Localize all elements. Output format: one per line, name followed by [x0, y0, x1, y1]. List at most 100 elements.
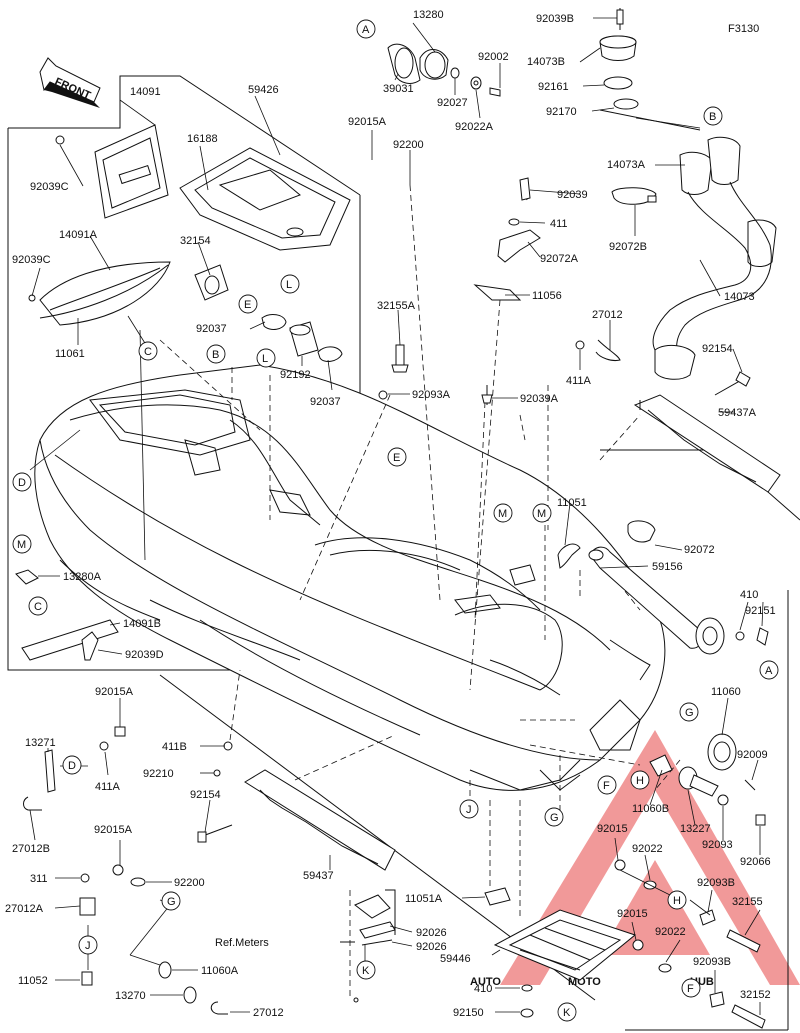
part-label: 411A	[95, 781, 121, 793]
svg-text:G: G	[685, 707, 694, 719]
part-label: 92015	[617, 908, 648, 920]
watermark-auto: AUTO	[470, 976, 501, 988]
part-label: 411	[550, 218, 568, 230]
screw-92039a	[481, 385, 493, 405]
callout-bubble: M	[12, 534, 32, 554]
svg-text:L: L	[286, 279, 292, 291]
part-label: 14073B	[527, 56, 565, 68]
svg-text:F: F	[687, 983, 694, 995]
nozzle-cap-group	[387, 43, 501, 97]
part-label: 11060	[711, 686, 741, 698]
part-label: 27012	[592, 309, 623, 321]
part-label: 92093B	[697, 877, 735, 889]
callout-bubble: A	[356, 19, 376, 39]
part-label: 92154	[702, 343, 733, 355]
part-label: 11060B	[632, 803, 669, 815]
part-label: 13280	[413, 9, 444, 21]
callout-bubble: J	[78, 935, 98, 955]
part-label: 92170	[546, 106, 577, 118]
part-label: 92072A	[540, 253, 579, 265]
part-label: 92039C	[12, 254, 51, 266]
callout-bubble: E	[387, 447, 407, 467]
part-label: 32155A	[377, 300, 416, 312]
part-label: 39031	[383, 83, 414, 95]
clip-27012	[575, 339, 621, 361]
part-label: 13270	[115, 990, 146, 1002]
part-label: 92027	[437, 97, 468, 109]
callout-bubbles: A B L E C B L D E M M M C A G H F D J G …	[12, 19, 779, 1022]
ref-meters-group	[340, 889, 396, 1003]
part-label: 14091	[130, 86, 161, 98]
callout-bubble: L	[280, 274, 300, 294]
part-label: 92039C	[30, 181, 69, 193]
part-label: 411B	[162, 741, 187, 753]
callout-bubble: A	[759, 660, 779, 680]
watermark-moto: MOTO	[568, 976, 601, 988]
svg-text:B: B	[212, 349, 219, 361]
dashed-leaders	[159, 184, 681, 1000]
part-label: 59437A	[718, 407, 757, 419]
svg-text:F: F	[603, 780, 610, 792]
hull	[34, 364, 666, 791]
callout-bubble: C	[138, 341, 158, 361]
part-label: 92093B	[693, 956, 731, 968]
cover-14091b	[21, 619, 119, 661]
part-label: 27012A	[5, 903, 44, 915]
part-label: 13271	[25, 737, 56, 749]
svg-text:A: A	[765, 665, 773, 677]
svg-text:E: E	[393, 452, 400, 464]
svg-text:C: C	[144, 346, 152, 358]
svg-text:B: B	[709, 111, 716, 123]
figure-code: F3130	[728, 23, 759, 35]
part-label: 92002	[478, 51, 509, 63]
part-label: 92037	[310, 396, 341, 408]
left-hardware	[23, 726, 233, 1015]
callout-bubble: C	[28, 596, 48, 616]
part-label: 27012	[253, 1007, 284, 1019]
part-label: 13227	[680, 823, 711, 835]
svg-text:H: H	[673, 895, 681, 907]
part-label: 92039D	[125, 649, 164, 661]
part-label: 92039A	[520, 393, 559, 405]
part-label: 92072B	[609, 241, 647, 253]
part-label: 92192	[280, 369, 311, 381]
part-label: 92015A	[95, 686, 134, 698]
callout-bubble: K	[356, 960, 376, 980]
part-label: 59437	[303, 870, 334, 882]
tray-16188	[179, 147, 351, 251]
part-label: 11051	[557, 497, 587, 509]
front-arrow: FRONT	[39, 57, 101, 108]
part-label: 92009	[737, 749, 768, 761]
callout-bubble: D	[62, 755, 82, 775]
svg-text:A: A	[362, 24, 370, 36]
svg-text:D: D	[68, 760, 76, 772]
callout-bubble: L	[256, 348, 276, 368]
svg-text:G: G	[167, 896, 176, 908]
part-label: 11061	[55, 348, 85, 360]
svg-text:J: J	[85, 940, 91, 952]
part-labels: 13280 92039B 14073B 92002 39031 92027 92…	[5, 9, 776, 1019]
part-label: 92039B	[536, 13, 574, 25]
part-label: 92015	[597, 823, 628, 835]
callout-bubble: B	[206, 344, 226, 364]
filler-neck-group	[599, 8, 639, 110]
svg-text:D: D	[18, 477, 26, 489]
plate-14091	[55, 124, 169, 219]
callout-bubble: G	[544, 807, 564, 827]
part-label: 92093A	[412, 389, 451, 401]
part-label: 92200	[174, 877, 205, 889]
pipe-59156-group	[588, 520, 769, 655]
callout-bubble: F	[597, 775, 617, 795]
outlet-group	[649, 733, 766, 826]
part-label: 14073	[724, 291, 755, 303]
callout-bubble: F	[681, 978, 701, 998]
callout-bubble: B	[703, 106, 723, 126]
part-label: 92026	[416, 927, 447, 939]
valve-32155a	[378, 344, 409, 400]
callout-bubble: H	[630, 770, 650, 790]
svg-text:K: K	[563, 1007, 571, 1019]
breather-group	[194, 264, 343, 362]
part-label: 11052	[18, 975, 48, 987]
callout-bubble: K	[557, 1002, 577, 1022]
